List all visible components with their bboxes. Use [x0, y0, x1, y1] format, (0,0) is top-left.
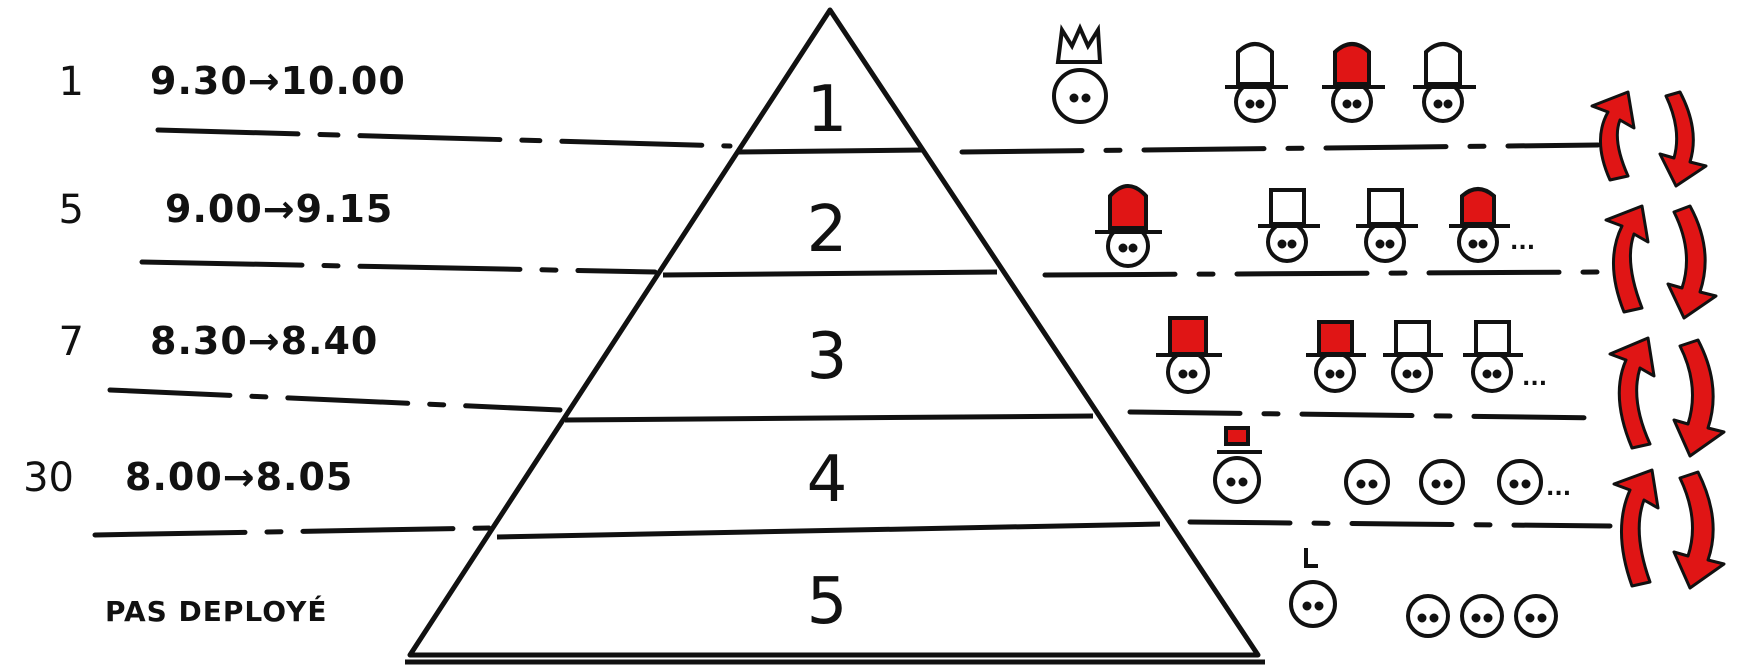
- tophat-figure: [1413, 44, 1476, 121]
- tier-4-count: 30: [10, 458, 74, 498]
- tier-1-time: 9.30→10.00: [150, 62, 406, 100]
- up-arrow-icon: [1610, 338, 1654, 448]
- tier-3-ellipsis: ...: [1522, 368, 1547, 390]
- tier-1-figures: [1054, 28, 1476, 122]
- red-tophat-figure: [1095, 186, 1162, 266]
- mobility-arrows: [1592, 92, 1724, 588]
- plain-figure: [1408, 596, 1448, 636]
- level-4-number: 4: [787, 448, 867, 512]
- plain-figure: [1462, 596, 1502, 636]
- tier-divider-2: [663, 272, 997, 275]
- up-arrow-icon: [1614, 470, 1658, 586]
- tophat-figure: [1383, 322, 1443, 391]
- red-tophat-figure: [1449, 189, 1510, 261]
- tier-2-ellipsis: ...: [1510, 232, 1535, 254]
- not-deployed-label: PAS DEPLOYÉ: [105, 598, 327, 626]
- down-arrow-icon: [1660, 92, 1706, 186]
- arrow-pair-2: [1606, 206, 1716, 318]
- level-2-number: 2: [787, 198, 867, 262]
- red-tophat-figure: [1322, 44, 1385, 121]
- tier-divider-4: [497, 524, 1160, 537]
- tophat-figure: [1258, 190, 1320, 261]
- down-arrow-icon: [1674, 340, 1724, 456]
- plain-figure: [1346, 461, 1388, 503]
- tier-divider-3: [565, 416, 1093, 420]
- plain-figure: [1421, 461, 1463, 503]
- down-arrow-icon: [1674, 472, 1724, 588]
- up-arrow-icon: [1606, 206, 1648, 312]
- red-tophat-figure: [1156, 318, 1222, 392]
- red-cap-figure: [1215, 428, 1262, 502]
- king-figure: [1054, 28, 1106, 122]
- tier-3-figures: [1156, 318, 1523, 392]
- up-arrow-icon: [1592, 92, 1634, 180]
- plain-figure: [1516, 596, 1556, 636]
- plain-figure: [1499, 461, 1541, 503]
- tophat-figure: [1356, 190, 1418, 261]
- tier-5-figures: [1291, 548, 1556, 636]
- tier-2-figures: [1095, 186, 1510, 266]
- plain-figure: [1291, 548, 1335, 626]
- level-1-number: 1: [787, 78, 867, 142]
- tophat-figure: [1225, 44, 1288, 121]
- tier-2-time: 9.00→9.15: [165, 190, 393, 228]
- arrow-pair-1: [1592, 92, 1706, 186]
- down-arrow-icon: [1668, 206, 1716, 318]
- tier-1-count: 1: [20, 62, 84, 102]
- tier-divider-1: [738, 150, 922, 152]
- tier-3-time: 8.30→8.40: [150, 322, 378, 360]
- level-5-number: 5: [787, 570, 867, 634]
- arrow-pair-4: [1614, 470, 1724, 588]
- red-tophat-figure: [1306, 322, 1366, 391]
- tier-4-figures: [1215, 428, 1541, 503]
- tier-3-count: 7: [20, 322, 84, 362]
- level-3-number: 3: [787, 325, 867, 389]
- arrow-pair-3: [1610, 338, 1724, 456]
- tier-4-ellipsis: ...: [1546, 478, 1571, 500]
- tier-2-count: 5: [20, 190, 84, 230]
- tophat-figure: [1463, 322, 1523, 391]
- tier-4-time: 8.00→8.05: [125, 458, 353, 496]
